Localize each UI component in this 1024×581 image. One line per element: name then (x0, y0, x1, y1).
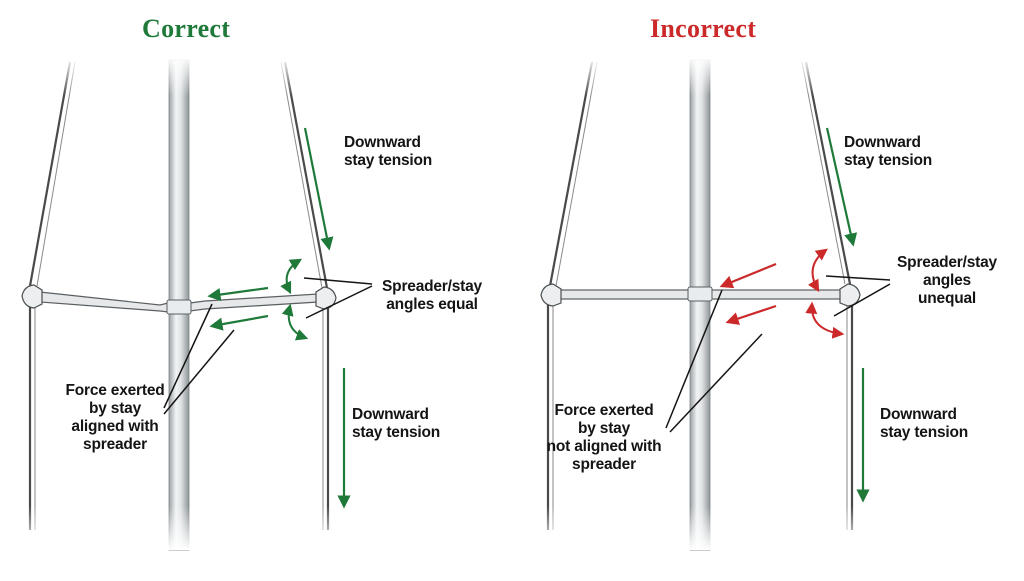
correct-upper-tension-arrow (303, 127, 334, 251)
correct-upper-stay-left-inner (36, 61, 76, 287)
incorrect-angle-leader-1 (825, 275, 891, 281)
correct-upper-tension-label: Downward stay tension (344, 134, 433, 169)
correct-upper-stay-left (28, 61, 72, 287)
correct-force-leader-2 (163, 329, 235, 415)
correct-angles-label: Spreader/stay angles equal (382, 278, 482, 313)
incorrect-force-label: Force exerted by stay not aligned with s… (546, 402, 662, 473)
correct-force-arrow-lower (209, 314, 269, 331)
incorrect-spreader-tip-right (839, 283, 861, 307)
correct-spreader-left (39, 291, 169, 313)
correct-upper-stay-right (283, 61, 329, 289)
correct-angle-arc-lower (281, 303, 309, 341)
correct-upper-stay-right-inner (280, 61, 323, 289)
correct-panel-arrows (163, 127, 373, 509)
correct-angle-leader-2 (305, 285, 373, 319)
incorrect-angle-arc-upper (807, 248, 828, 293)
incorrect-force-leader-1 (665, 289, 723, 429)
incorrect-force-leader-2 (669, 333, 763, 433)
incorrect-title: Incorrect (650, 14, 757, 43)
incorrect-angles-label: Spreader/stay angles unequal (897, 254, 997, 307)
incorrect-spreader-tip-left (540, 283, 562, 307)
incorrect-upper-stay-right (804, 61, 852, 285)
correct-force-label: Force exerted by stay aligned with sprea… (65, 382, 165, 453)
correct-spreader-tip-left (21, 284, 43, 309)
incorrect-spreader-right (709, 289, 843, 300)
incorrect-angle-leader-2 (833, 283, 891, 317)
correct-force-leader-1 (163, 303, 213, 409)
incorrect-mast (689, 59, 711, 551)
incorrect-angle-arc-lower (805, 301, 845, 339)
incorrect-force-arrow-upper (719, 262, 777, 289)
incorrect-upper-stay-right-inner (801, 61, 846, 285)
incorrect-lower-tension-label: Downward stay tension (880, 406, 969, 441)
bottom-fade (0, 506, 1024, 550)
incorrect-upper-stay-left (548, 61, 594, 287)
incorrect-spreader-left (555, 289, 691, 300)
incorrect-upper-tension-label: Downward stay tension (844, 134, 933, 169)
incorrect-spreader-root (687, 286, 713, 302)
correct-title: Correct (142, 14, 231, 43)
incorrect-force-arrow-lower (725, 304, 777, 325)
correct-force-arrow-upper (207, 286, 269, 302)
correct-angle-leader-1 (303, 277, 373, 285)
correct-angle-arc-upper (280, 258, 303, 295)
incorrect-upper-stay-left-inner (555, 61, 598, 287)
top-fade (0, 56, 1024, 96)
incorrect-panel-arrows (665, 127, 891, 503)
correct-panel-rigging (21, 59, 337, 551)
correct-lower-tension-label: Downward stay tension (352, 406, 441, 441)
incorrect-panel-rigging (540, 59, 861, 551)
correct-spreader-root (166, 299, 192, 315)
incorrect-upper-tension-arrow (825, 127, 858, 247)
